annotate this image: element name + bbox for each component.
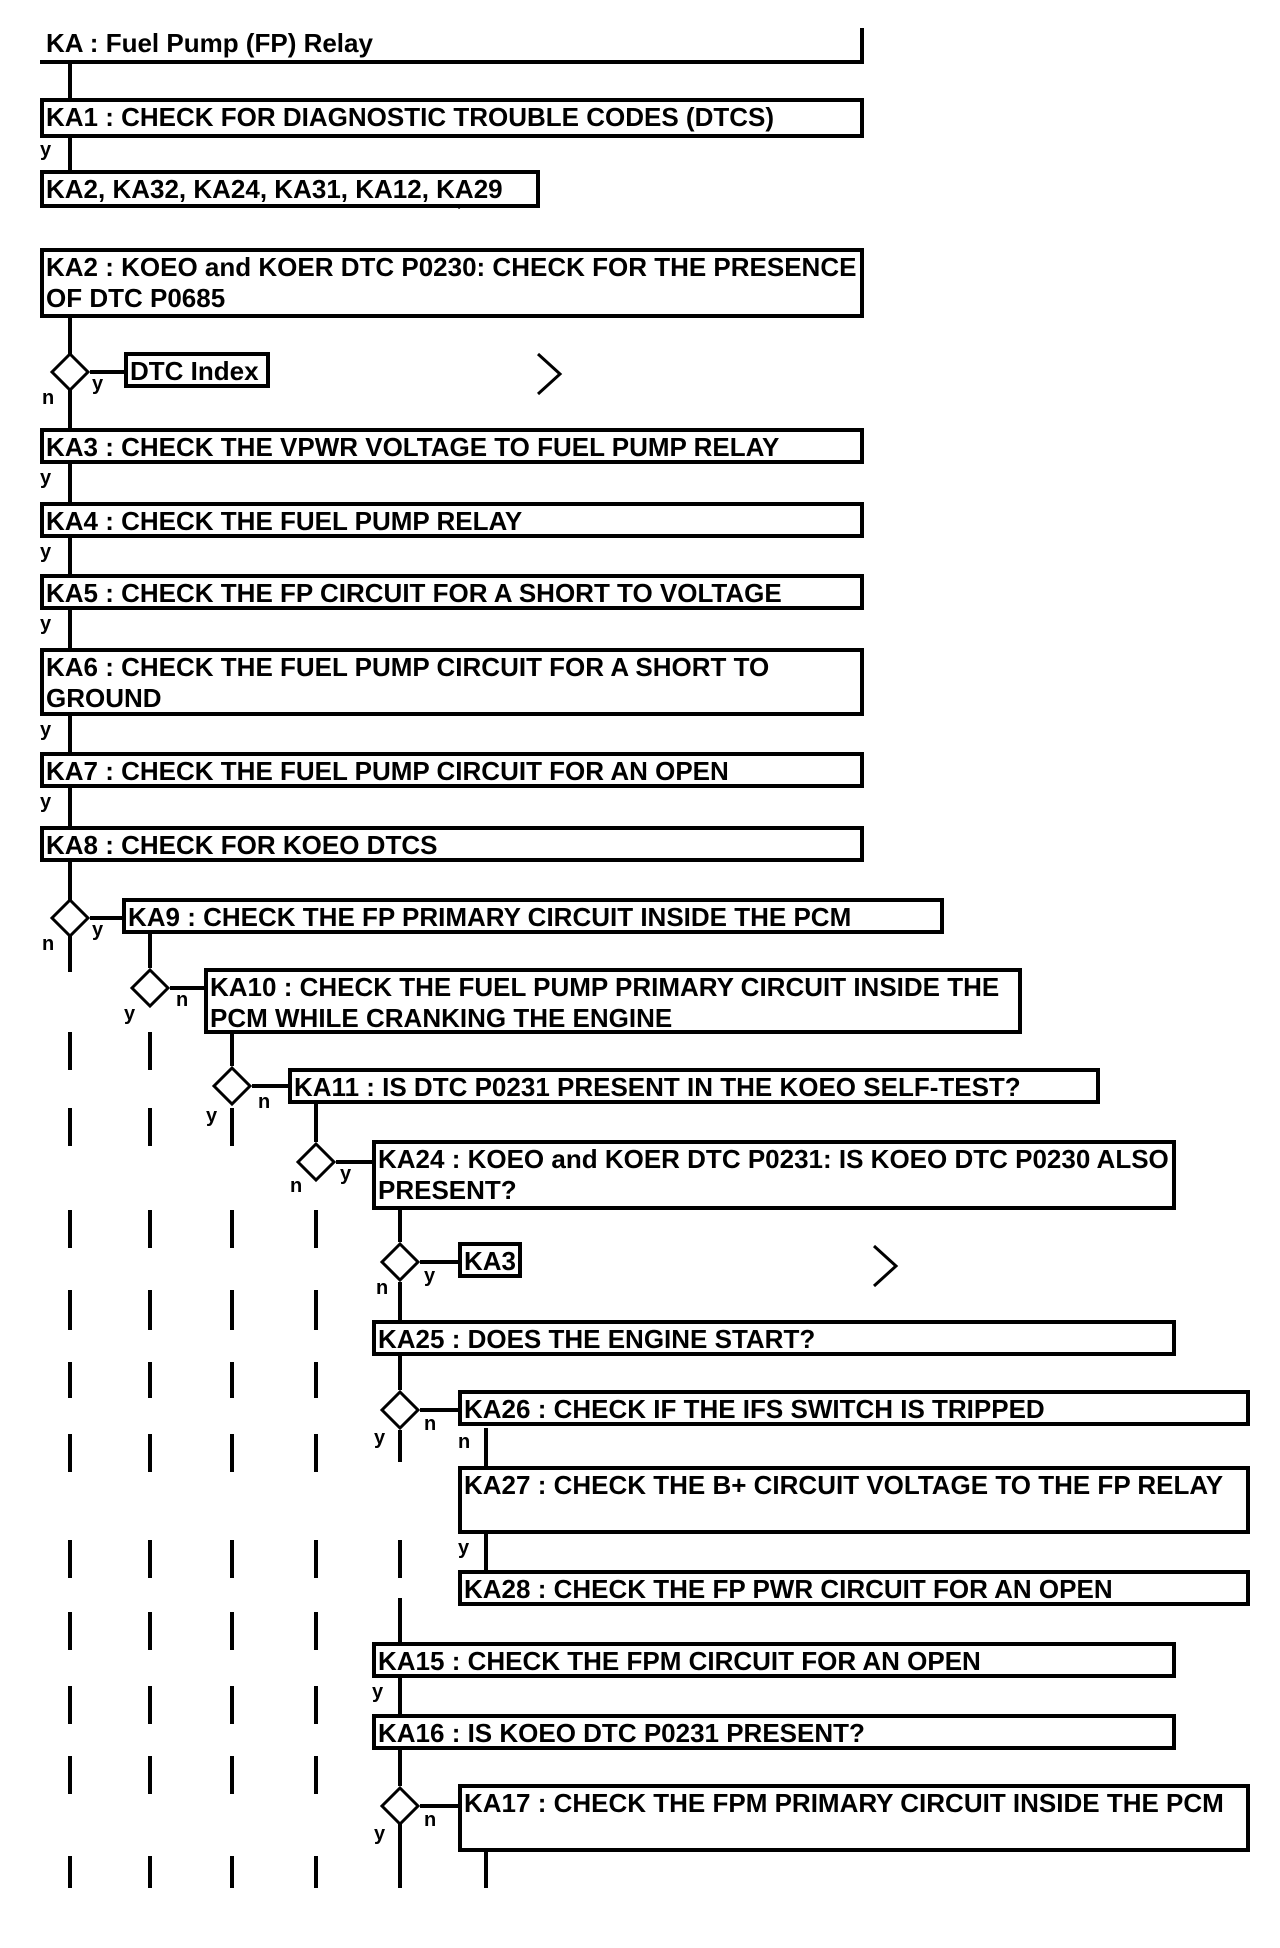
step-ka28[interactable]: KA28 : CHECK THE FP PWR CIRCUIT FOR AN O… xyxy=(458,1570,1250,1606)
step-ka7[interactable]: KA7 : CHECK THE FUEL PUMP CIRCUIT FOR AN… xyxy=(40,752,864,788)
link-box-ka-steps[interactable]: KA2, KA32, KA24, KA31, KA12, KA29 xyxy=(40,170,540,208)
yes-label: y xyxy=(40,791,52,813)
yes-label: y xyxy=(40,139,52,161)
yes-label: y xyxy=(92,919,104,941)
step-ka11[interactable]: KA11 : IS DTC P0231 PRESENT IN THE KOEO … xyxy=(288,1068,1100,1104)
yes-label: y xyxy=(124,1003,136,1025)
decision-diamond xyxy=(49,351,91,393)
step-ka10[interactable]: KA10 : CHECK THE FUEL PUMP PRIMARY CIRCU… xyxy=(204,968,1022,1034)
chevron-right-icon xyxy=(536,352,563,396)
link-ka3[interactable]: KA3 xyxy=(458,1242,522,1278)
yes-label: y xyxy=(372,1681,384,1703)
decision-diamond xyxy=(211,1065,253,1107)
decision-diamond xyxy=(379,1241,421,1283)
link-dtc-index[interactable]: DTC Index xyxy=(124,352,270,388)
yes-label: y xyxy=(458,1537,470,1559)
step-ka6[interactable]: KA6 : CHECK THE FUEL PUMP CIRCUIT FOR A … xyxy=(40,648,864,716)
step-ka4[interactable]: KA4 : CHECK THE FUEL PUMP RELAY xyxy=(40,502,864,538)
decision-diamond xyxy=(295,1141,337,1183)
page-title: KA : Fuel Pump (FP) Relay xyxy=(40,28,864,64)
no-label: n xyxy=(176,989,189,1011)
decision-diamond xyxy=(379,1785,421,1827)
step-ka16[interactable]: KA16 : IS KOEO DTC P0231 PRESENT? xyxy=(372,1714,1176,1750)
step-ka24[interactable]: KA24 : KOEO and KOER DTC P0231: IS KOEO … xyxy=(372,1140,1176,1210)
no-label: n xyxy=(258,1091,271,1113)
yes-label: y xyxy=(340,1163,352,1185)
step-ka1[interactable]: KA1 : CHECK FOR DIAGNOSTIC TROUBLE CODES… xyxy=(40,98,864,138)
step-ka5[interactable]: KA5 : CHECK THE FP CIRCUIT FOR A SHORT T… xyxy=(40,574,864,610)
decision-diamond xyxy=(129,967,171,1009)
step-ka2[interactable]: KA2 : KOEO and KOER DTC P0230: CHECK FOR… xyxy=(40,248,864,318)
yes-label: y xyxy=(206,1105,218,1127)
decision-diamond xyxy=(49,897,91,939)
yes-label: y xyxy=(40,467,52,489)
yes-label: y xyxy=(40,613,52,635)
no-label: n xyxy=(424,1809,437,1831)
step-ka15[interactable]: KA15 : CHECK THE FPM CIRCUIT FOR AN OPEN xyxy=(372,1642,1176,1678)
no-label: n xyxy=(42,387,55,409)
step-ka17[interactable]: KA17 : CHECK THE FPM PRIMARY CIRCUIT INS… xyxy=(458,1784,1250,1852)
decision-diamond xyxy=(379,1389,421,1431)
step-ka26[interactable]: KA26 : CHECK IF THE IFS SWITCH IS TRIPPE… xyxy=(458,1390,1250,1426)
no-label: n xyxy=(290,1175,303,1197)
no-label: n xyxy=(458,1431,471,1453)
yes-label: y xyxy=(374,1823,386,1845)
chevron-right-icon xyxy=(872,1244,899,1288)
step-ka25[interactable]: KA25 : DOES THE ENGINE START? xyxy=(372,1320,1176,1356)
step-ka27[interactable]: KA27 : CHECK THE B+ CIRCUIT VOLTAGE TO T… xyxy=(458,1466,1250,1534)
yes-label: y xyxy=(40,541,52,563)
step-ka3[interactable]: KA3 : CHECK THE VPWR VOLTAGE TO FUEL PUM… xyxy=(40,428,864,464)
yes-label: y xyxy=(40,719,52,741)
yes-label: y xyxy=(424,1265,436,1287)
step-ka9[interactable]: KA9 : CHECK THE FP PRIMARY CIRCUIT INSID… xyxy=(122,898,944,934)
no-label: n xyxy=(42,933,55,955)
no-label: n xyxy=(424,1413,437,1435)
yes-label: y xyxy=(374,1427,386,1449)
yes-label: y xyxy=(92,373,104,395)
no-label: n xyxy=(376,1277,389,1299)
step-ka8[interactable]: KA8 : CHECK FOR KOEO DTCS xyxy=(40,826,864,862)
